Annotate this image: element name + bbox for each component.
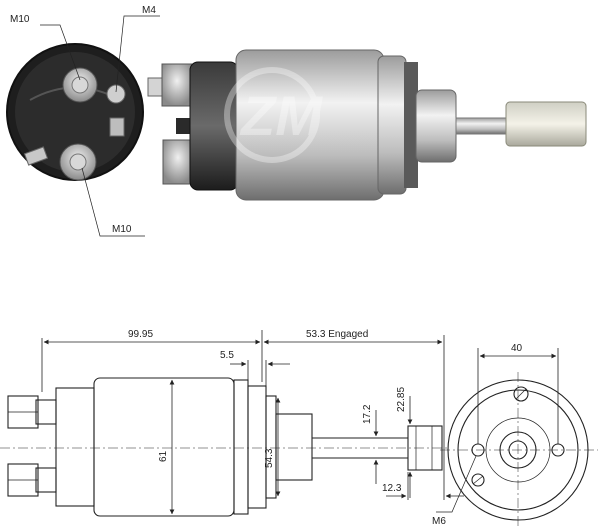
- drawing-side-view: [0, 377, 450, 517]
- brand-watermark: ZM: [224, 67, 323, 163]
- dim-flange-diameter: 54.3: [264, 397, 281, 497]
- dim-mount-spacing-label: 40: [511, 343, 523, 354]
- terminal-stud-top: [62, 67, 98, 103]
- dim-body-diameter-label: 61: [158, 450, 169, 462]
- brand-watermark-text: ZM: [239, 84, 323, 147]
- callout-m6: M6: [432, 455, 477, 527]
- small-terminal: [23, 84, 126, 166]
- dim-overall-length-label: 99.95: [128, 329, 153, 340]
- dim-tip-length: 12.3: [382, 472, 464, 500]
- drawing-end-view: [440, 372, 598, 528]
- dim-mount-spacing: 40: [477, 343, 559, 444]
- terminal-stud-bottom: [59, 143, 97, 181]
- callout-m4: M4: [115, 5, 160, 93]
- dim-plunger-travel-label: 53.3 Engaged: [306, 329, 368, 340]
- side-view-photo: ZM: [147, 49, 587, 201]
- dim-flange-thickness: 5.5: [220, 350, 290, 386]
- callout-m10-bottom-label: M10: [112, 224, 132, 235]
- dim-plunger-diameter-label: 17.2: [362, 404, 373, 424]
- dim-body-diameter: 61: [158, 379, 175, 515]
- callout-m10-top: M10: [10, 14, 81, 81]
- dim-plunger-diameter: 17.2: [362, 404, 379, 484]
- dim-plunger-travel: 53.3 Engaged: [263, 329, 445, 500]
- dim-tip-length-label: 12.3: [382, 483, 402, 494]
- dim-tip-diameter-label: 22.85: [396, 387, 407, 412]
- terminal-end-photo: [6, 43, 144, 181]
- callout-m10-top-label: M10: [10, 14, 30, 25]
- callout-m6-label: M6: [432, 516, 446, 527]
- dim-overall-length: 99.95: [41, 329, 263, 392]
- callout-m10-bottom: M10: [81, 167, 145, 237]
- dim-flange-diameter-label: 54.3: [264, 448, 275, 468]
- dim-tip-diameter: 22.85: [396, 387, 413, 498]
- dim-flange-thickness-label: 5.5: [220, 350, 234, 361]
- callout-m4-label: M4: [142, 5, 156, 16]
